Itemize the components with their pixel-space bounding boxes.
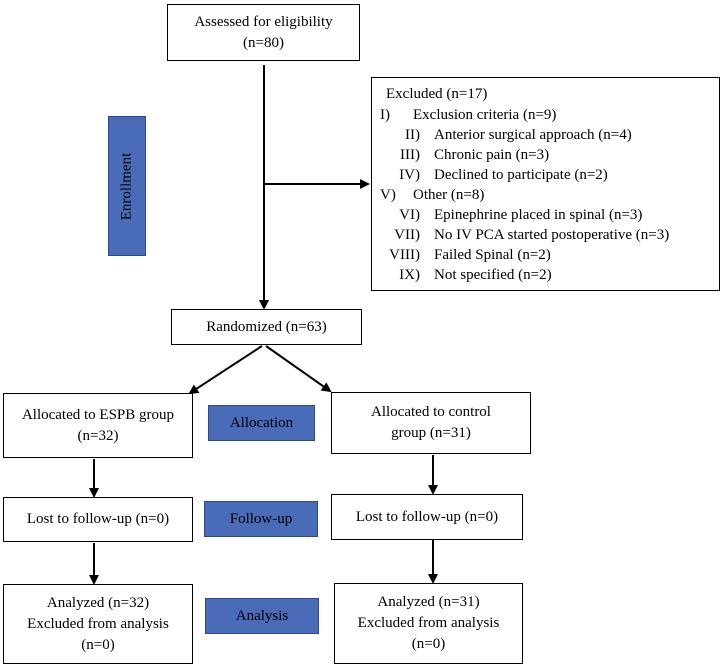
enrollment-stage-text: Enrollment <box>118 152 135 220</box>
excluded-item-6-text: Epinephrine placed in spinal (n=3) <box>434 207 643 223</box>
excluded-item-8: VIII) Failed Spinal (n=2) <box>382 245 551 266</box>
arrow-randomized-to-left <box>188 345 263 395</box>
enrollment-stage-label: Enrollment <box>108 116 146 256</box>
right-analyzed-excluded-label: Excluded from analysis <box>357 615 500 631</box>
excluded-item-9: IX) Not specified (n=2) <box>382 265 552 286</box>
excluded-item-2-num: II) <box>405 127 420 143</box>
excluded-item-2-text: Anterior surgical approach (n=4) <box>434 127 632 143</box>
right-lost-box: Lost to follow-up (n=0) <box>331 494 523 540</box>
excluded-item-7-text: No IV PCA started postoperative (n=3) <box>434 227 670 243</box>
excluded-item-4-text: Declined to participate (n=2) <box>434 167 608 183</box>
excluded-item-3: III) Chronic pain (n=3) <box>382 145 549 166</box>
allocation-stage-text: Allocation <box>229 414 294 431</box>
excluded-item-8-num: VIII) <box>389 247 420 263</box>
assessed-box: Assessed for eligibility (n=80) <box>167 4 360 61</box>
excluded-item-5-num: V) <box>380 187 396 203</box>
left-allocated-box: Allocated to ESPB group (n=32) <box>3 393 193 458</box>
excluded-item-9-text: Not specified (n=2) <box>434 267 552 283</box>
right-allocated-title: Allocated to control <box>371 404 491 420</box>
excluded-item-8-text: Failed Spinal (n=2) <box>434 247 551 263</box>
assessed-title: Assessed for eligibility <box>194 13 333 30</box>
excluded-item-1-num: I) <box>380 107 390 123</box>
excluded-item-1: I) Exclusion criteria (n=9) <box>380 105 556 126</box>
left-analyzed-count: Analyzed (n=32) <box>46 594 150 611</box>
randomized-box: Randomized (n=63) <box>171 309 362 345</box>
excluded-item-4: IV) Declined to participate (n=2) <box>382 165 608 186</box>
right-analyzed-box: Analyzed (n=31) Excluded from analysis (… <box>334 583 523 664</box>
right-lost-text: Lost to follow-up (n=0) <box>355 508 499 525</box>
right-analyzed-excluded-count: (n=0) <box>411 636 446 652</box>
left-analyzed-excluded-count: (n=0) <box>81 636 115 653</box>
excluded-item-3-num: III) <box>400 147 420 163</box>
left-analyzed-excluded-label: Excluded from analysis <box>27 615 169 632</box>
excluded-box: Excluded (n=17) I) Exclusion criteria (n=… <box>371 77 720 291</box>
randomized-text: Randomized (n=63) <box>206 318 327 335</box>
excluded-item-7-num: VII) <box>394 227 420 243</box>
left-allocated-title: Allocated to ESPB group <box>21 406 175 423</box>
left-analyzed-box: Analyzed (n=32) Excluded from analysis (… <box>3 584 193 664</box>
excluded-item-5-text: Other (n=8) <box>413 187 485 203</box>
left-lost-box: Lost to follow-up (n=0) <box>3 497 193 542</box>
excluded-item-7: VII) No IV PCA started postoperative (n=3… <box>382 225 669 246</box>
excluded-title: Excluded (n=17) <box>386 86 488 102</box>
assessed-count: (n=80) <box>243 34 284 51</box>
excluded-item-4-num: IV) <box>399 167 420 183</box>
followup-stage-text: Follow-up <box>229 510 293 527</box>
excluded-item-3-text: Chronic pain (n=3) <box>434 147 550 163</box>
arrow-randomized-to-right <box>265 345 332 393</box>
excluded-item-6: VI) Epinephrine placed in spinal (n=3) <box>382 205 642 226</box>
right-allocated-count: group (n=31) <box>391 425 471 441</box>
excluded-item-2: II) Anterior surgical approach (n=4) <box>382 125 632 146</box>
left-allocated-count: (n=32) <box>77 427 119 444</box>
right-allocated-box: Allocated to control group (n=31) <box>331 392 531 454</box>
excluded-item-5: V) Other (n=8) <box>380 185 484 206</box>
right-analyzed-count: Analyzed (n=31) <box>377 594 480 610</box>
analysis-stage-text: Analysis <box>235 607 289 624</box>
excluded-item-1-text: Exclusion criteria (n=9) <box>413 107 557 123</box>
excluded-item-6-num: VI) <box>399 207 420 223</box>
left-lost-text: Lost to follow-up (n=0) <box>26 511 170 527</box>
excluded-item-9-num: IX) <box>399 267 420 283</box>
allocation-stage-label: Allocation <box>208 405 315 441</box>
analysis-stage-label: Analysis <box>205 598 319 634</box>
followup-stage-label: Follow-up <box>204 501 318 537</box>
